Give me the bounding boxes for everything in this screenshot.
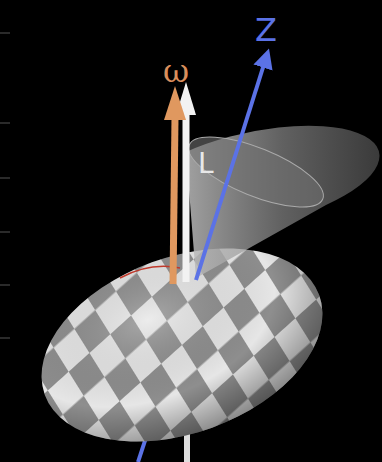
momentum-symbol: L <box>198 150 214 178</box>
axis-label: Z <box>255 14 277 46</box>
angular-velocity-arrow <box>164 86 186 284</box>
edge-ticks <box>0 33 10 338</box>
z-axis-upper <box>196 58 266 280</box>
omega-symbol: ω <box>163 55 189 87</box>
ellipsoid-body <box>15 212 350 462</box>
precession-cone <box>180 123 379 278</box>
